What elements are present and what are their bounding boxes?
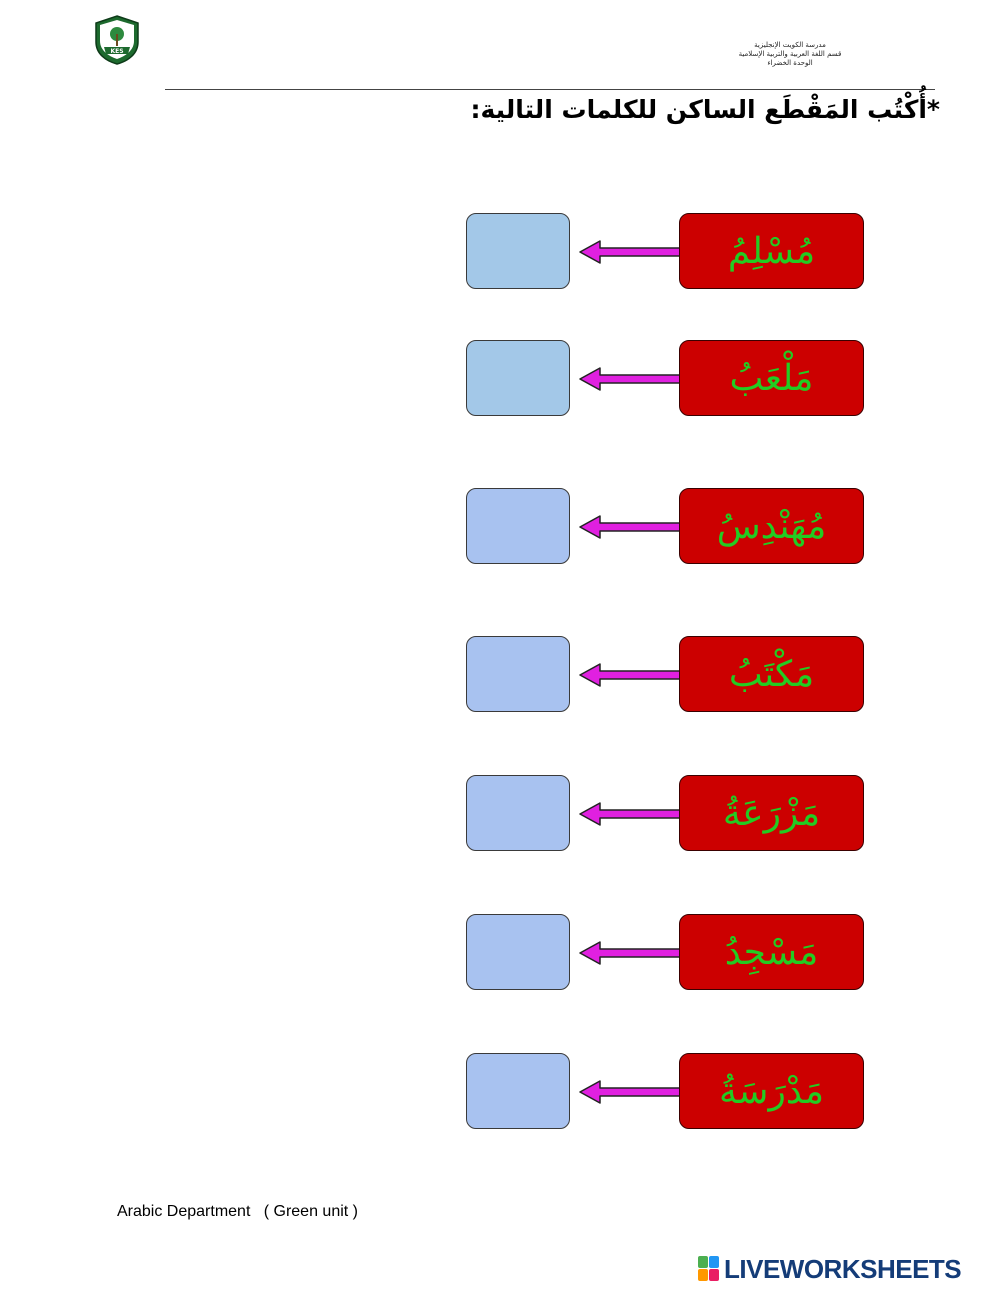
department-name: قسم اللغة العربية والتربية الإسلامية [738,50,842,58]
word-card: مَسْجِدُ [679,914,864,990]
answer-input-box[interactable] [466,775,570,851]
exercise-row: مَكْتَبُ [0,636,1000,714]
word-text: مَزْرَعَةُ [722,792,821,834]
arrow-left-icon [579,802,682,826]
svg-text:KES: KES [110,48,123,55]
exercise-row: مَدْرَسَةُ [0,1053,1000,1131]
answer-input-box[interactable] [466,340,570,416]
word-card: مُسْلِمُ [679,213,864,289]
word-text: مَلْعَبُ [729,357,814,399]
header-divider [165,89,935,90]
answer-input-box[interactable] [466,914,570,990]
arrow-left-icon [579,515,682,539]
arrow-left-icon [579,663,682,687]
word-card: مَدْرَسَةُ [679,1053,864,1129]
exercise-row: مُسْلِمُ [0,213,1000,291]
word-text: مُهَنْدِسُ [716,505,827,547]
word-text: مَدْرَسَةُ [718,1070,825,1112]
word-text: مُسْلِمُ [727,230,816,272]
instruction-heading: *أُكْتُب المَقْطَع الساكن للكلمات التالي… [470,95,940,124]
word-text: مَسْجِدُ [724,931,819,973]
word-card: مَزْرَعَةُ [679,775,864,851]
arrow-left-icon [579,367,682,391]
liveworksheets-logo-icon [698,1256,719,1281]
school-header: مدرسة الكويت الإنجليزية قسم اللغة العربي… [640,41,940,68]
brand-name: LIVEWORKSHEETS [724,1253,962,1284]
unit-name: الوحدة الخضراء [767,59,813,67]
exercise-row: مَلْعَبُ [0,340,1000,418]
word-card: مَلْعَبُ [679,340,864,416]
answer-input-box[interactable] [466,1053,570,1129]
word-text: مَكْتَبُ [728,653,815,695]
exercise-row: مُهَنْدِسُ [0,488,1000,566]
word-card: مَكْتَبُ [679,636,864,712]
arrow-left-icon [579,941,682,965]
school-logo: KES [95,15,139,65]
answer-input-box[interactable] [466,636,570,712]
exercise-row: مَسْجِدُ [0,914,1000,992]
answer-input-box[interactable] [466,488,570,564]
arrow-left-icon [579,1080,682,1104]
liveworksheets-brand: LIVEWORKSHEETS [698,1253,962,1284]
exercise-row: مَزْرَعَةُ [0,775,1000,853]
answer-input-box[interactable] [466,213,570,289]
footer-department: Arabic Department ( Green unit ) [117,1203,358,1220]
word-card: مُهَنْدِسُ [679,488,864,564]
school-name: مدرسة الكويت الإنجليزية [754,41,826,49]
arrow-left-icon [579,240,682,264]
